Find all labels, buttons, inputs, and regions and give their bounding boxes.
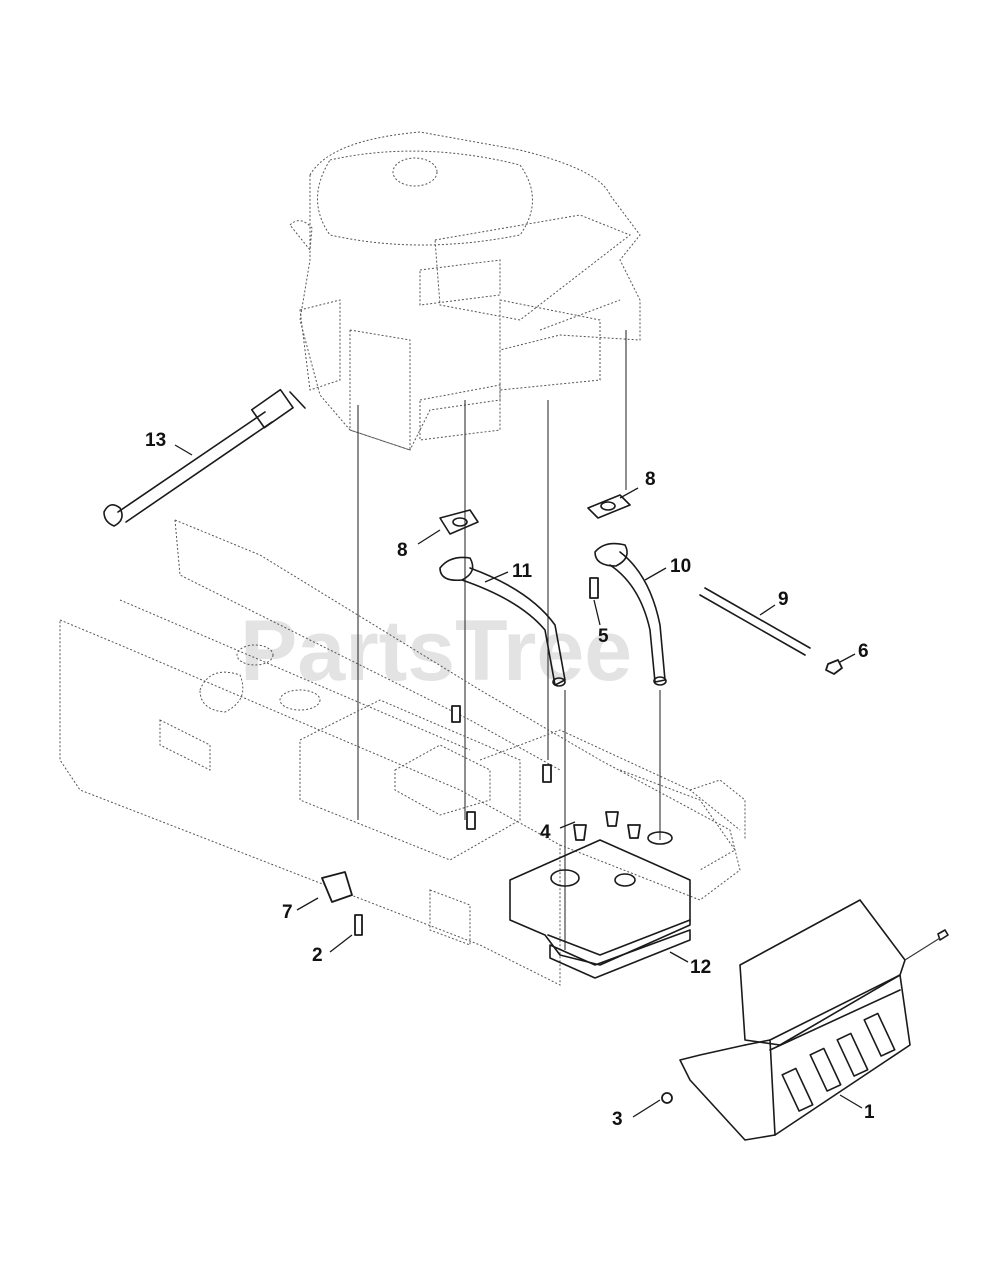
callout-9: 9	[778, 589, 789, 610]
callout-6: 6	[858, 641, 869, 662]
dipstick-tube	[103, 388, 306, 527]
bolt-5	[589, 577, 599, 599]
exhaust-pipe-right	[594, 542, 667, 686]
bolt-4c	[627, 824, 641, 839]
callout-11: 11	[512, 561, 533, 582]
callout-4: 4	[540, 822, 551, 843]
leader-lines	[174, 444, 863, 1118]
screw-3	[661, 1092, 673, 1104]
callout-2: 2	[312, 945, 323, 966]
watermark: PartsTree	[240, 603, 632, 699]
gasket-left-hole	[452, 517, 468, 527]
callout-3: 3	[612, 1109, 623, 1130]
stud-1	[451, 705, 461, 723]
callout-8-right: 8	[645, 469, 656, 490]
callout-8-left: 8	[397, 540, 408, 561]
exhaust-pipe-left	[439, 556, 566, 687]
callout-10: 10	[670, 556, 691, 577]
gasket-left	[439, 509, 479, 535]
stud-2	[542, 764, 552, 783]
callout-12: 12	[690, 957, 711, 978]
engine	[289, 131, 641, 451]
callout-7: 7	[282, 902, 293, 923]
callout-1: 1	[864, 1102, 875, 1123]
bolt-4	[573, 824, 587, 841]
bolt-4b	[605, 811, 619, 827]
heat-shield	[679, 899, 949, 1141]
callout-13: 13	[145, 430, 166, 451]
clip-7	[321, 871, 353, 903]
stud-3	[466, 811, 476, 830]
rod	[699, 587, 811, 656]
callout-5: 5	[598, 626, 609, 647]
gasket-right-hole	[600, 501, 616, 511]
gasket-right	[587, 494, 631, 519]
nut-6	[825, 659, 843, 675]
screw-2	[354, 914, 363, 936]
muffler	[509, 831, 691, 979]
alignment-lines	[357, 330, 661, 950]
frame	[59, 519, 746, 986]
